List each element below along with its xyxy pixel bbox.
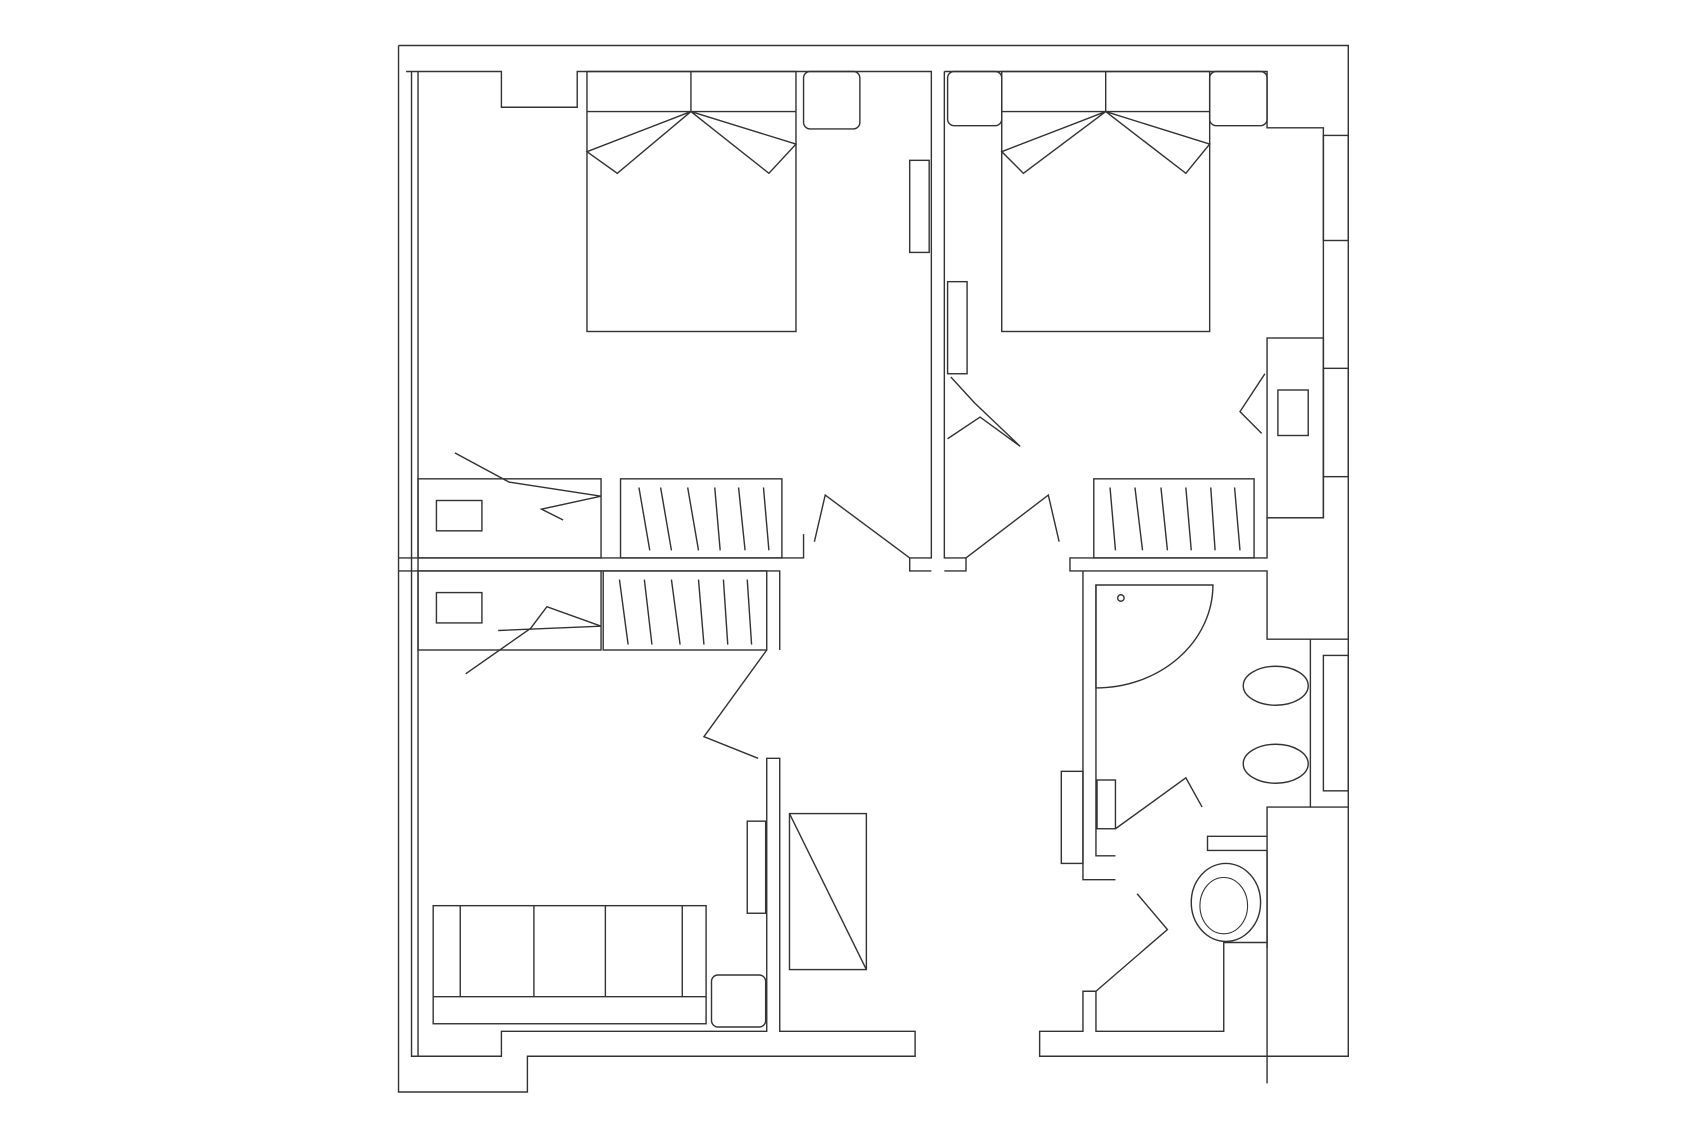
side-table xyxy=(710,974,767,1028)
chair xyxy=(947,376,1021,447)
cabinet xyxy=(788,812,868,971)
sofa xyxy=(432,904,707,1025)
window xyxy=(1322,654,1349,792)
window xyxy=(1322,134,1349,242)
radiator xyxy=(1060,770,1084,865)
door xyxy=(813,493,911,559)
wardrobe-hangers xyxy=(638,487,770,551)
desk xyxy=(417,478,602,559)
chair xyxy=(454,452,602,521)
desk xyxy=(417,570,602,651)
chair xyxy=(1239,373,1266,434)
door xyxy=(1115,776,1203,830)
radiator xyxy=(946,280,968,375)
doors xyxy=(702,493,1203,992)
door xyxy=(702,649,768,759)
door xyxy=(965,493,1060,559)
sink xyxy=(1190,862,1262,943)
chair xyxy=(465,605,602,675)
toilet xyxy=(1242,665,1309,706)
bed xyxy=(1000,70,1211,333)
windows xyxy=(1322,134,1349,792)
bed xyxy=(585,70,798,333)
wardrobe xyxy=(602,570,768,651)
shower-head-icon xyxy=(1116,594,1125,602)
wardrobe-hangers xyxy=(618,579,753,645)
shower xyxy=(1095,584,1214,689)
wardrobe xyxy=(619,478,783,559)
radiator xyxy=(908,159,930,254)
sink-basin xyxy=(1199,876,1249,935)
bidet xyxy=(1242,743,1309,784)
nightstand xyxy=(802,70,861,130)
wardrobe xyxy=(1093,478,1255,559)
window xyxy=(1322,367,1349,478)
laptop xyxy=(435,499,483,532)
door xyxy=(1095,893,1169,992)
desk xyxy=(1266,337,1325,519)
radiator xyxy=(1096,779,1117,830)
laptop xyxy=(435,591,483,624)
radiator xyxy=(746,820,767,914)
nightstand xyxy=(946,70,1003,127)
laptop xyxy=(1277,389,1309,437)
wardrobe-hangers xyxy=(1109,487,1241,551)
nightstand xyxy=(1208,70,1268,127)
